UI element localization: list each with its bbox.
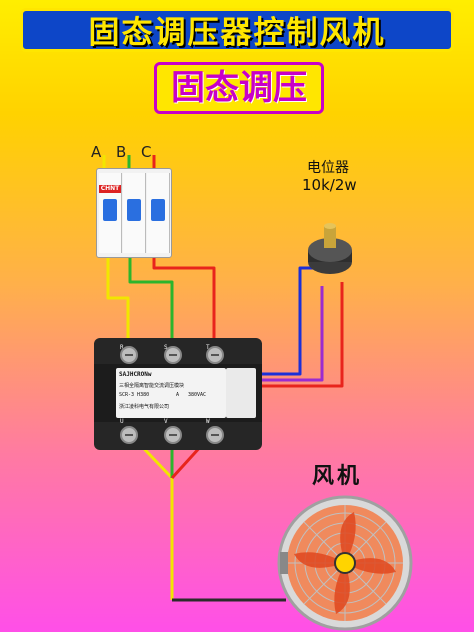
terminal-v bbox=[164, 426, 182, 444]
phase-a-label: A bbox=[91, 143, 102, 161]
fan bbox=[274, 494, 416, 632]
module-voltage: 380VAC bbox=[188, 392, 207, 398]
page-subtitle: 固态调压 bbox=[154, 62, 324, 114]
output-label-w: W bbox=[206, 418, 210, 425]
phase-b-label: B bbox=[116, 143, 127, 161]
phase-c-label: C bbox=[141, 143, 152, 161]
module-brand: SAJHCRONw bbox=[119, 371, 152, 378]
module-current: A bbox=[176, 392, 180, 398]
terminal-t bbox=[206, 346, 224, 364]
wire-control-2 bbox=[258, 286, 324, 382]
module-manufacturer: 浙江凌科电气有限公司 bbox=[119, 404, 170, 410]
fan-label: 风机 bbox=[312, 464, 363, 489]
terminal-u bbox=[120, 426, 138, 444]
potentiometer-rating: 10k/2w bbox=[302, 176, 357, 194]
potentiometer-icon bbox=[308, 223, 352, 274]
circuit-breaker: CHNT bbox=[96, 168, 172, 258]
wire-control-1 bbox=[258, 266, 314, 376]
terminal-s bbox=[164, 346, 182, 364]
wire-output-u bbox=[128, 432, 174, 600]
module-label-panel: SAJHCRONw 三相全隔离智能交流调压模块 SCR-3 H380 A 380… bbox=[116, 368, 226, 418]
breaker-lever-b bbox=[127, 199, 141, 221]
output-label-v: V bbox=[164, 418, 168, 425]
terminal-w bbox=[206, 426, 224, 444]
control-terminal-block bbox=[226, 368, 256, 418]
output-label-u: U bbox=[120, 418, 124, 425]
breaker-brand: CHNT bbox=[99, 185, 121, 193]
module-description: 三相全隔离智能交流调压模块 bbox=[119, 383, 185, 389]
wire-phase-c bbox=[152, 256, 216, 350]
potentiometer-label: 电位器 bbox=[307, 160, 349, 176]
wire-phase-a bbox=[106, 256, 130, 350]
wire-phase-b bbox=[128, 256, 174, 350]
page-title: 固态调压器控制风机 bbox=[20, 8, 454, 52]
voltage-regulator-module: R S T SAJHCRONw 三相全隔离智能交流调压模块 SCR-3 H380… bbox=[94, 338, 262, 450]
potentiometer bbox=[304, 222, 356, 280]
terminal-r bbox=[120, 346, 138, 364]
breaker-lever-c bbox=[151, 199, 165, 221]
breaker-lever-a bbox=[103, 199, 117, 221]
fan-icon bbox=[277, 495, 413, 631]
wire-control-3 bbox=[258, 282, 344, 388]
module-model: SCR-3 H380 bbox=[119, 392, 150, 398]
